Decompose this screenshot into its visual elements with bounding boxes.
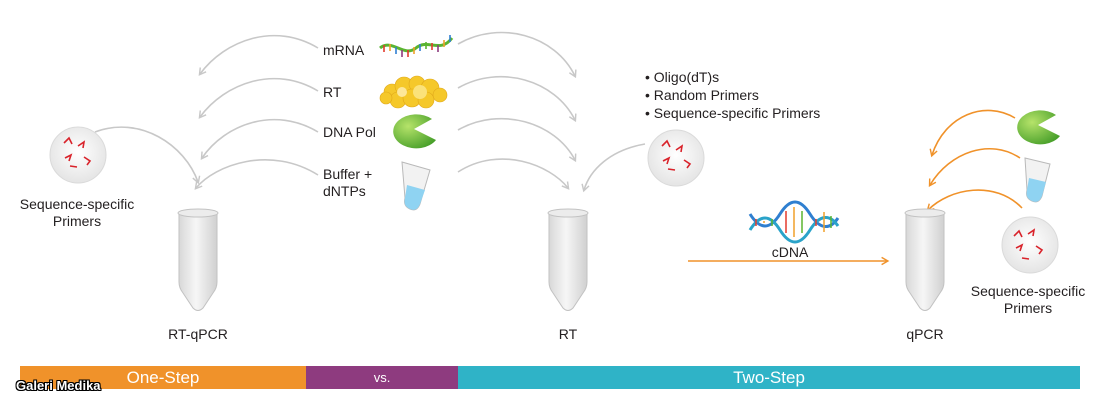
buffer-label: Buffer + dNTPs [323,166,373,199]
cdna-helix-icon [748,200,840,244]
qpcr-buffer-tube-icon [1024,157,1051,203]
qpcr-reagent-arrows [926,109,1023,212]
reagent-arrows-one-step [94,34,319,190]
mrna-label: mRNA [323,42,365,58]
cdna-label: cDNA [771,244,809,260]
vs-segment: vs. [306,366,458,389]
reagent-arrows-two-step [457,31,646,193]
rt-qpcr-tube [177,208,219,311]
qpcr-tube [904,208,946,311]
buffer-tube-icon [401,161,431,211]
primers-right-label: Sequence-specific Primers [970,283,1086,316]
mrna-strand-icon [379,35,454,57]
dna-pol-icon [393,114,436,149]
primer-option: • Sequence-specific Primers [645,105,821,121]
primers-circle-left-icon [49,126,107,184]
rt-tube [547,208,589,311]
rt-reagent-label: RT [323,84,342,100]
rt-qpcr-tube-label: RT-qPCR [168,326,228,342]
qpcr-dna-pol-icon [1017,110,1060,145]
one-step-segment: One-Step [20,366,306,389]
primers-circle-qpcr-icon [1001,216,1059,274]
primers-circle-rt-icon [647,129,705,187]
two-step-segment: Two-Step [458,366,1080,389]
rt-tube-label: RT [558,326,578,342]
primers-left-label: Sequence-specific Primers [19,196,135,229]
qpcr-tube-label: qPCR [906,326,944,342]
rt-enzyme-icon [379,75,448,109]
primer-option: • Random Primers [645,87,759,103]
watermark: Galeri Medika [16,378,101,393]
primer-option: • Oligo(dT)s [645,69,720,85]
dna-pol-label: DNA Pol [323,124,376,140]
